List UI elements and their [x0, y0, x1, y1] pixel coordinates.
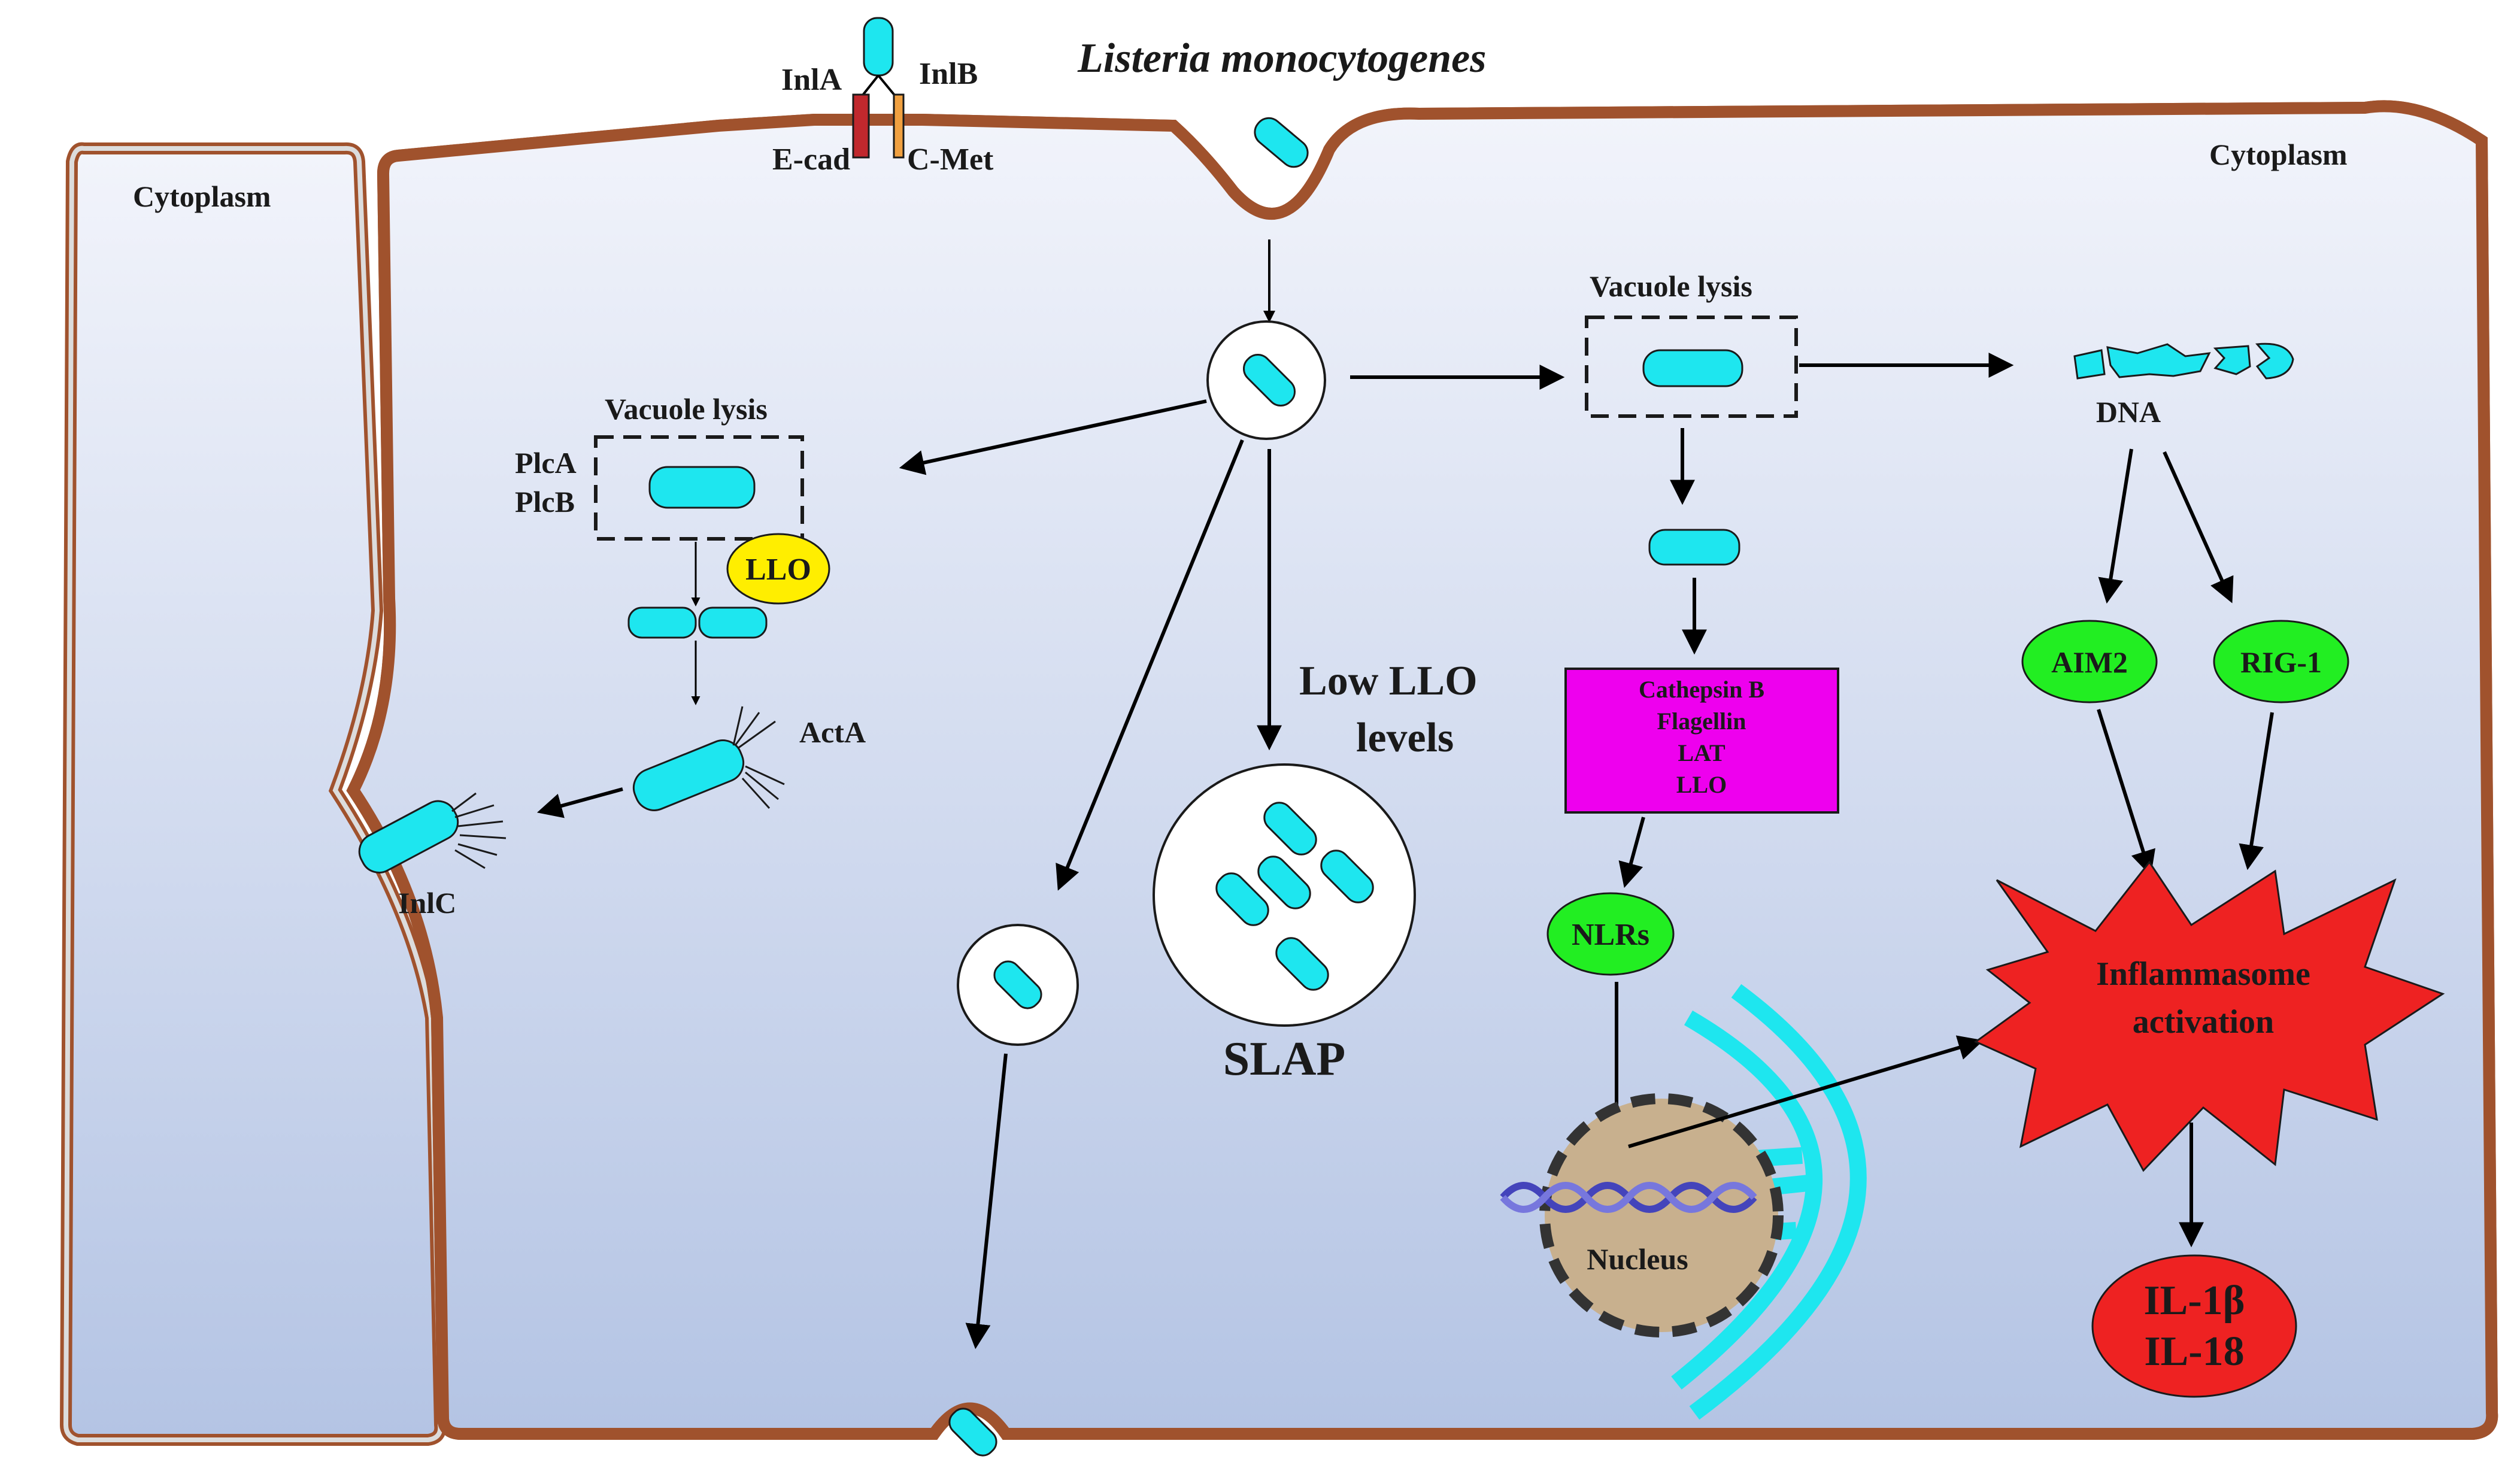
inla-label: InlA	[781, 63, 842, 97]
dna-helix-icon	[1500, 1182, 1757, 1213]
arrow-dna-to-rig1	[2163, 451, 2234, 603]
nlrs-label: NLRs	[1572, 918, 1649, 952]
arrow-box-to-nlrs	[1618, 817, 1645, 888]
ecad-bar	[852, 93, 870, 159]
right-vacuole-lysis: Vacuole lysis	[1585, 269, 1798, 418]
vacuole-lysis-left-label: Vacuole lysis	[605, 392, 768, 426]
pamp-box: Cathepsin B Flagellin LAT LLO	[1564, 668, 1839, 814]
plcb-label: PlcB	[515, 485, 575, 518]
acta-label: ActA	[799, 715, 866, 749]
free-bacterium	[1648, 529, 1740, 566]
aim2-label: AIM2	[2051, 645, 2128, 679]
arrow-nucleus-to-inflammasome	[1628, 1035, 1984, 1148]
vacuole-lysis-right-label: Vacuole lysis	[1590, 269, 1752, 303]
left-cell	[59, 142, 447, 1446]
inlc-label: InlC	[398, 886, 456, 920]
dna-fragments: DNA	[2073, 342, 2294, 429]
nlrs-oval	[1546, 892, 1675, 976]
slap-label: SLAP	[1223, 1033, 1346, 1085]
inflammasome-label-line1: Inflammasome	[2096, 956, 2310, 993]
llo-oval	[726, 533, 830, 605]
title: Listeria monocytogenes	[1077, 35, 1486, 81]
inflammasome-burst: Inflammasome activation	[1974, 860, 2445, 1172]
arrow-aim2-to-inflammasome	[2097, 709, 2155, 876]
rig1-label: RIG-1	[2240, 645, 2322, 679]
pamp-item-1: Cathepsin B	[1639, 676, 1764, 703]
pamp-item-2: Flagellin	[1657, 708, 1746, 735]
bacterium	[1642, 349, 1743, 387]
llo-label: LLO	[745, 553, 811, 587]
arrow-dna-to-aim2	[2098, 448, 2133, 604]
arrow-to-lower-vesicle	[1056, 439, 1244, 891]
cmet-bar	[893, 93, 905, 159]
dividing-bacteria	[627, 606, 768, 639]
dna-label: DNA	[2096, 395, 2161, 429]
nuclear-envelope-arcs	[1671, 984, 1867, 1420]
low-llo-label-line2: levels	[1356, 715, 1454, 761]
lower-vesicle	[957, 924, 1079, 1046]
low-llo-label-line1: Low LLO	[1299, 658, 1478, 704]
inlc-bacterium: InlC	[358, 792, 507, 920]
left-vacuole-lysis: Vacuole lysis PlcA PlcB LLO	[515, 392, 830, 605]
nucleus-label: Nucleus	[1587, 1242, 1688, 1276]
slap: Low LLO levels SLAP	[1153, 658, 1478, 1085]
exiting-bacterium	[948, 1408, 997, 1457]
nucleus: Nucleus	[1500, 1093, 1784, 1337]
arrow-rig1-to-inflammasome	[2239, 712, 2274, 870]
arrow-to-exit	[965, 1053, 1008, 1349]
rig1-oval	[2213, 620, 2349, 703]
pamp-item-3: LAT	[1678, 739, 1726, 766]
acta-bacterium: ActA	[632, 706, 866, 811]
cytoplasm-right-label: Cytoplasm	[2209, 138, 2348, 171]
cmet-label: C-Met	[907, 142, 994, 177]
bacterium	[648, 466, 756, 509]
il1b-label: IL-1β	[2143, 1278, 2245, 1324]
main-cell	[346, 106, 2492, 1440]
pamp-item-4: LLO	[1676, 771, 1727, 798]
entry-receptors: InlA InlB E-cad C-Met	[772, 17, 994, 177]
inflammasome-label-line2: activation	[2133, 1003, 2274, 1041]
inlb-label: InlB	[919, 57, 978, 91]
aim2-oval	[2021, 620, 2158, 703]
arrow-to-inlc	[536, 787, 623, 818]
cytoplasm-left-label: Cytoplasm	[133, 180, 271, 213]
ecad-label: E-cad	[772, 142, 850, 177]
cytokine-oval	[2091, 1254, 2297, 1398]
bacterium	[863, 17, 894, 77]
phagosome	[1206, 320, 1326, 440]
arrow-to-left-vacuole	[899, 399, 1207, 475]
entering-bacterium	[1254, 117, 1309, 168]
il18-label: IL-18	[2144, 1328, 2244, 1375]
plca-label: PlcA	[515, 446, 577, 480]
